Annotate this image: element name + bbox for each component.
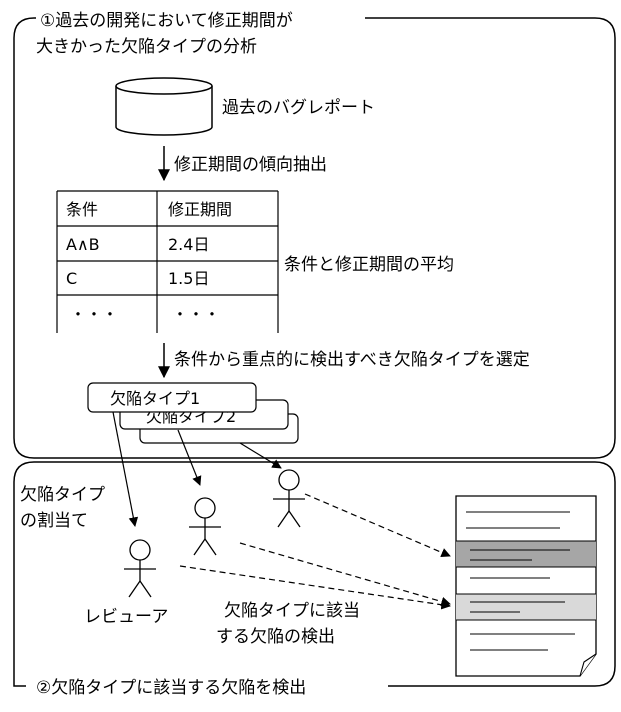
section2-frame	[13, 461, 616, 687]
document-highlight-dark	[456, 541, 596, 567]
detect-label-line1: 欠陥タイプに該当	[224, 601, 360, 621]
step2-label: 条件から重点的に検出すべき欠陥タイプを選定	[174, 350, 530, 370]
detect-arrow-2	[239, 542, 451, 607]
detect-arrow-1	[179, 565, 451, 610]
section1-frame	[13, 17, 616, 459]
section2-title: ②欠陥タイプに該当する欠陥を検出	[36, 678, 306, 698]
defect-card-1-label: 欠陥タイプ1	[110, 389, 200, 408]
table-cell-duration-3: ・・・	[172, 305, 220, 324]
reviewer-label: レビューア	[84, 607, 168, 627]
assign-label-line1: 欠陥タイプ	[20, 485, 105, 505]
section1-title-line1: ①過去の開発において修正期間が	[40, 11, 293, 31]
table-cell-duration-2: 1.5日	[168, 269, 209, 288]
detect-label-line2: する欠陥の検出	[216, 627, 335, 647]
table-cell-duration-1: 2.4日	[168, 235, 209, 254]
section1-title-line2: 大きかった欠陥タイプの分析	[36, 37, 257, 57]
detect-arrow-3	[304, 493, 451, 558]
reviewer-icon-1	[124, 539, 156, 598]
assign-label-line2: の割当て	[20, 511, 88, 531]
database-icon	[115, 77, 213, 136]
table-cell-condition-1: A∧B	[66, 235, 100, 254]
table-header-duration: 修正期間	[168, 200, 232, 219]
assign-arrow-2	[177, 429, 202, 486]
reviewer-icon-3	[273, 469, 305, 528]
defect-card-1	[87, 382, 257, 413]
document-highlight-light	[456, 594, 596, 620]
table-note: 条件と修正期間の平均	[284, 255, 454, 275]
table-cell-condition-3: ・・・	[70, 305, 118, 324]
reviewer-icon-2	[189, 497, 221, 556]
assign-arrow-1	[112, 411, 139, 527]
assign-arrow-3	[239, 442, 282, 469]
document-icon	[455, 495, 597, 677]
database-label: 過去のバグレポート	[222, 98, 375, 118]
table-cell-condition-2: C	[66, 269, 77, 288]
duration-table	[56, 190, 279, 333]
step1-label: 修正期間の傾向抽出	[174, 155, 327, 175]
table-header-condition: 条件	[66, 200, 98, 219]
